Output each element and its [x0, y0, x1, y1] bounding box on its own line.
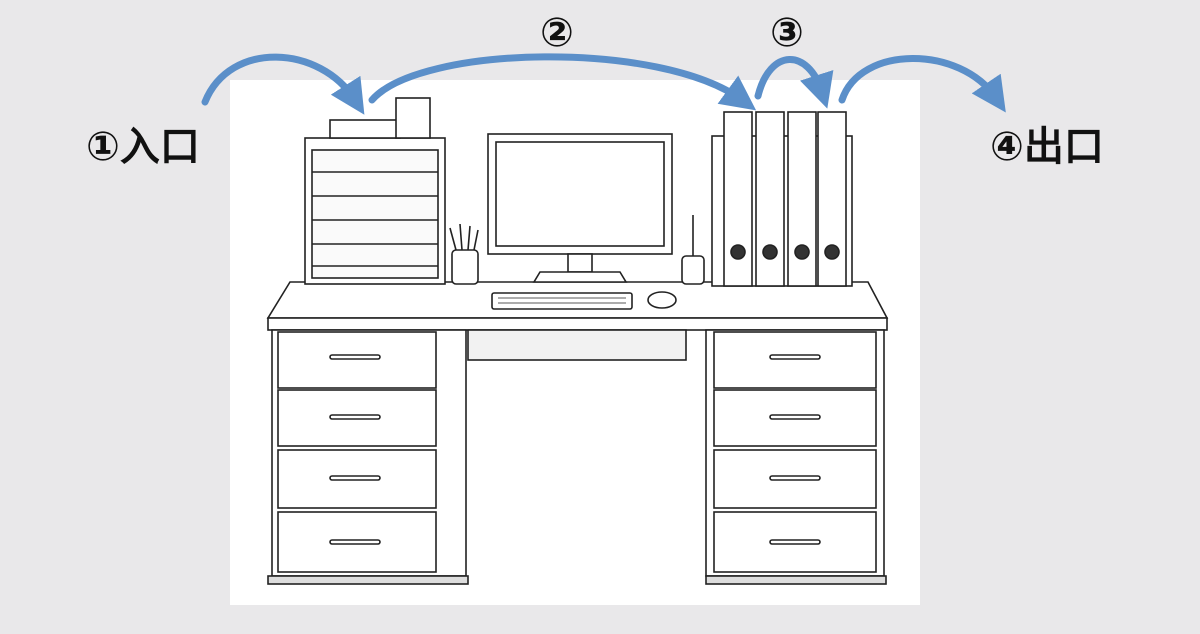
desk-apron [467, 329, 687, 361]
paper-tray-icon [304, 97, 446, 285]
keyboard-icon [491, 292, 633, 310]
pen-cup-icon [449, 223, 479, 285]
flow-arrow-4 [838, 55, 1006, 113]
binder-icon [755, 111, 785, 287]
step-2-label: ② [540, 10, 574, 56]
desk-drawer-icon [713, 389, 877, 447]
left-pedestal [267, 329, 469, 585]
monitor-icon [487, 133, 673, 283]
flow-arrow-3 [754, 56, 834, 109]
desk-drawer-icon [277, 331, 437, 389]
desk-drawer-icon [713, 331, 877, 389]
entrance-label: ①入口 [86, 124, 200, 170]
exit-label: ④出口 [990, 124, 1104, 170]
binder-icon [787, 111, 817, 287]
binder-icon [723, 111, 753, 287]
binder-icon [817, 111, 847, 287]
pen-cup-icon [681, 215, 705, 285]
step-3-label: ③ [770, 10, 804, 56]
flow-arrow-1 [201, 53, 365, 115]
flow-arrow-2 [368, 53, 757, 111]
right-pedestal [705, 329, 887, 585]
mouse-icon [647, 291, 677, 309]
